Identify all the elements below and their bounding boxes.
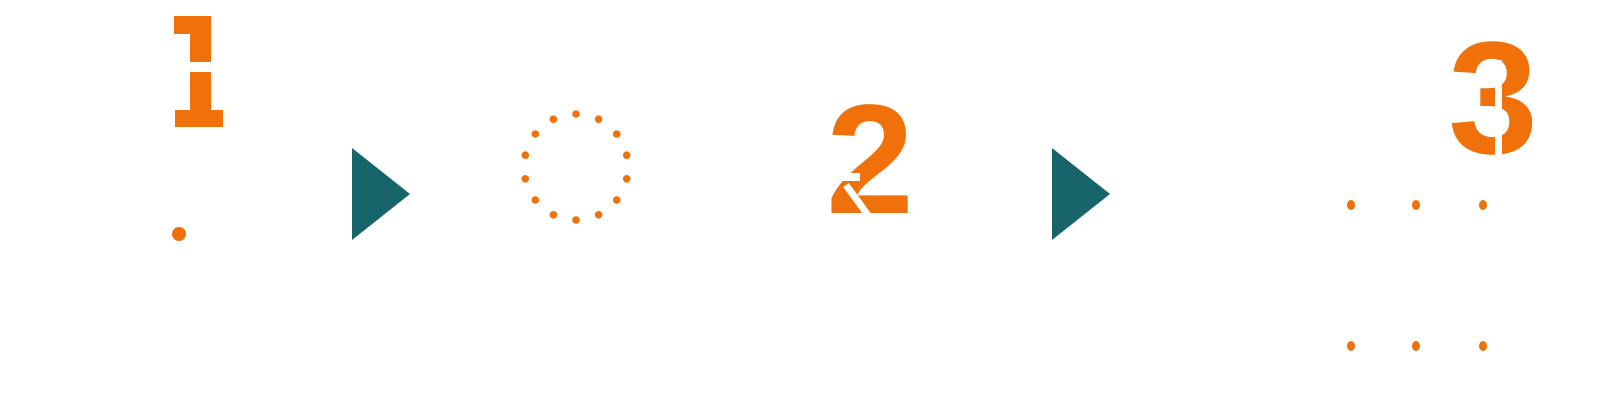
svg-text:2: 2 bbox=[826, 73, 914, 247]
grid-dot bbox=[1412, 341, 1420, 351]
ring-dot bbox=[612, 130, 621, 138]
ring-dot bbox=[572, 110, 580, 118]
dot-ring-icon bbox=[521, 110, 631, 224]
dot-grid-icon bbox=[1347, 200, 1487, 351]
ring-dot bbox=[521, 175, 530, 183]
svg-text:3: 3 bbox=[1448, 8, 1538, 187]
ring-dot bbox=[612, 196, 621, 204]
ring-dot bbox=[622, 175, 631, 183]
ring-dot bbox=[549, 211, 558, 219]
ring-dot bbox=[572, 216, 580, 224]
ring-dot bbox=[531, 196, 540, 204]
grid-dot bbox=[1412, 200, 1420, 210]
play-arrow-icon bbox=[352, 148, 410, 240]
grid-dot bbox=[1479, 341, 1487, 351]
play-arrow-icon bbox=[1052, 148, 1110, 240]
step-2-numeral: 2 bbox=[820, 73, 914, 247]
step-3-numeral: 3 bbox=[1440, 8, 1538, 187]
grid-dot bbox=[1347, 200, 1355, 210]
ring-dot bbox=[531, 130, 540, 138]
grid-dot bbox=[1347, 341, 1355, 351]
step-1-numeral: 1 bbox=[174, 16, 223, 127]
grid-dot bbox=[1479, 200, 1487, 210]
single-dot-icon bbox=[172, 227, 186, 241]
ring-dot bbox=[549, 115, 558, 123]
ring-dot bbox=[521, 151, 530, 159]
ring-dot bbox=[622, 151, 631, 159]
ring-dot bbox=[594, 115, 603, 123]
ring-dot bbox=[594, 211, 603, 219]
